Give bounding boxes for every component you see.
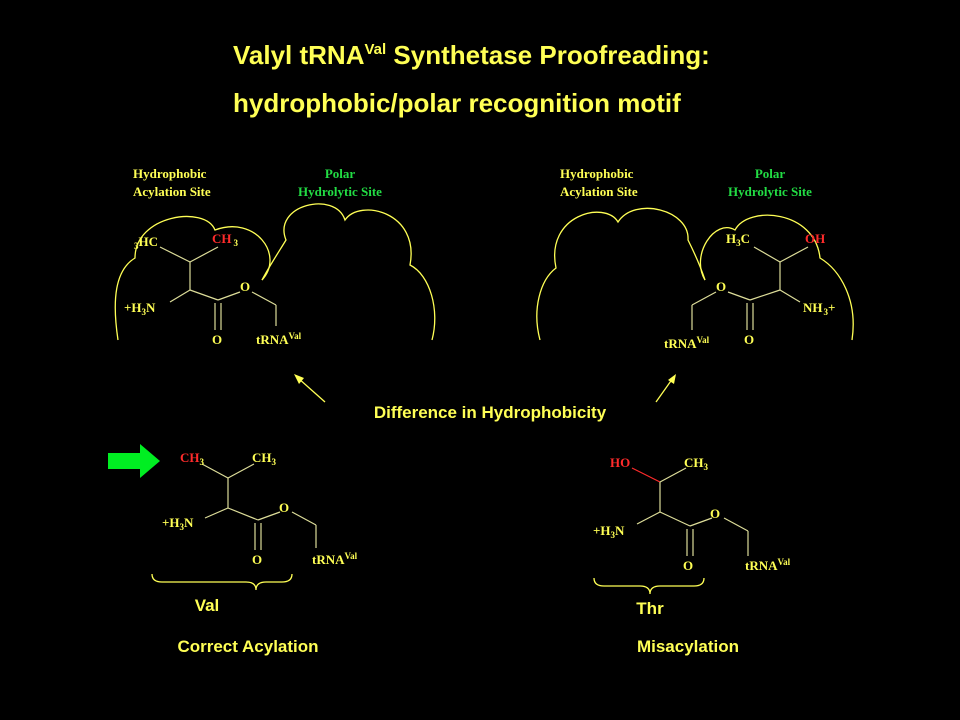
left-bond-ch3-a: [159, 246, 191, 263]
thr-bond-oh: [631, 467, 661, 483]
right-enzyme-panel: Hydrophobic Acylation Site Polar Hydroly…: [536, 166, 854, 351]
thr-ester-o: O: [710, 506, 720, 521]
right-bond-ch3: [753, 246, 781, 263]
right-pointer-arrow-line: [655, 377, 674, 403]
val-bond-n: [204, 507, 229, 519]
thr-hydroxyl: HO: [610, 455, 630, 470]
left-trna: tRNAVal: [256, 331, 302, 347]
title-line2: hydrophobic/polar recognition motif: [233, 88, 681, 118]
left-hydrophobic-label-1: Hydrophobic: [133, 166, 207, 181]
val-bond-ch3-a: [201, 463, 229, 479]
thr-bond-o: [689, 517, 713, 527]
left-bond-n: [169, 289, 191, 303]
left-polar-pocket: [261, 203, 436, 341]
correct-acylation-label: Correct Acylation: [177, 637, 318, 656]
right-bond-n: [779, 289, 801, 303]
right-bond-otrna: [691, 291, 717, 306]
thr-label: Thr: [636, 599, 664, 618]
val-ester-o: O: [279, 500, 289, 515]
title-line1: Valyl tRNAVal Synthetase Proofreading:: [233, 40, 710, 70]
thr-bond-c: [659, 511, 691, 527]
right-carbonyl-o: O: [744, 332, 754, 347]
thr-bond-otrna: [723, 517, 749, 532]
valine-molecule: CH3 CH3 +H3N O O tRNAVal: [151, 450, 358, 591]
val-label: Val: [195, 596, 220, 615]
thr-bond-n: [636, 511, 661, 525]
right-hydrophobic-label-2: Acylation Site: [560, 184, 638, 199]
thr-carbonyl-o: O: [683, 558, 693, 573]
left-bond-otrna: [251, 291, 277, 306]
right-trna: tRNAVal: [664, 335, 710, 351]
thr-amine: +H3N: [593, 523, 625, 540]
difference-label: Difference in Hydrophobicity: [374, 403, 607, 422]
left-ch3-left: 3HC: [134, 234, 158, 251]
left-polar-label-1: Polar: [325, 166, 356, 181]
right-ester-o: O: [716, 279, 726, 294]
val-bond-c: [227, 507, 259, 521]
right-amine: NH3+: [803, 300, 835, 317]
val-bond-otrna: [291, 511, 317, 526]
val-bond-ch3-b: [227, 463, 255, 479]
right-bond-oh: [779, 246, 809, 263]
thr-bond-ch3: [659, 467, 687, 483]
thr-brace: [593, 577, 705, 595]
left-carbonyl-o: O: [212, 332, 222, 347]
right-hydrophobic-label-1: Hydrophobic: [560, 166, 634, 181]
val-ch3-left: CH3: [180, 450, 205, 467]
right-polar-label-1: Polar: [755, 166, 786, 181]
left-bond-c: [189, 289, 219, 301]
misacylation-label: Misacylation: [637, 637, 739, 656]
val-amine: +H3N: [162, 515, 194, 532]
right-bond-c: [749, 289, 781, 301]
right-ch3: H3C: [726, 231, 750, 248]
val-brace: [151, 573, 293, 591]
left-pointer-arrowhead: [294, 374, 304, 384]
val-ch3-right: CH3: [252, 450, 277, 467]
left-enzyme-panel: Hydrophobic Acylation Site Polar Hydroly…: [114, 166, 436, 347]
right-polar-pocket: [699, 214, 854, 341]
threonine-molecule: HO CH3 +H3N O O tRNAVal: [593, 455, 791, 595]
thr-trna: tRNAVal: [745, 557, 791, 573]
right-polar-label-2: Hydrolytic Site: [728, 184, 812, 199]
left-hydrophobic-pocket: [114, 215, 271, 341]
left-amine: +H3N: [124, 300, 156, 317]
thr-ch3: CH3: [684, 455, 709, 472]
right-oh: OH: [805, 231, 825, 246]
right-hydrophobic-pocket: [536, 207, 706, 341]
right-pointer-arrowhead: [668, 374, 676, 384]
left-polar-label-2: Hydrolytic Site: [298, 184, 382, 199]
left-hydrophobic-label-2: Acylation Site: [133, 184, 211, 199]
val-bond-o: [257, 511, 281, 521]
left-pointer-arrow-line: [297, 377, 326, 403]
left-bond-o: [217, 291, 241, 301]
green-arrow-icon: [108, 444, 160, 478]
val-carbonyl-o: O: [252, 552, 262, 567]
right-bond-o: [727, 291, 751, 301]
left-bond-ch3-b: [189, 246, 219, 263]
val-trna: tRNAVal: [312, 551, 358, 567]
left-ester-o: O: [240, 279, 250, 294]
